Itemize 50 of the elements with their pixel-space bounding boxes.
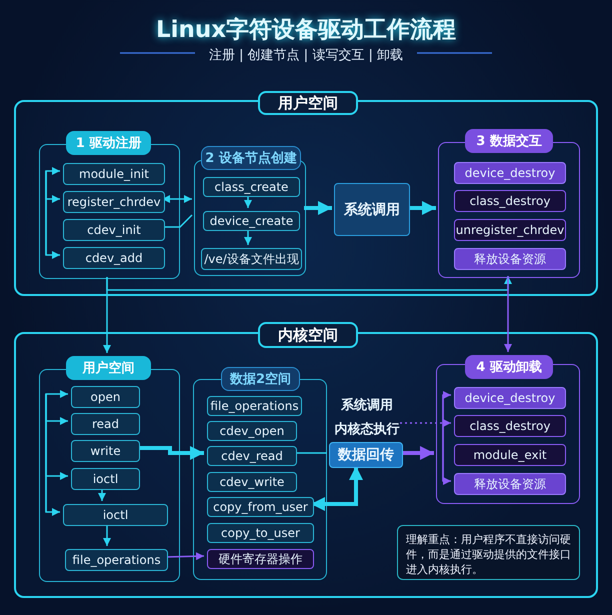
function-box: class_create <box>203 177 300 197</box>
function-box: class_destroy <box>454 415 566 437</box>
function-box: cdev_init <box>63 219 165 241</box>
function-box: file_operations <box>65 549 168 571</box>
function-box: file_operations <box>207 396 302 416</box>
function-box: write <box>71 440 140 462</box>
function-box: unregister_chrdev <box>454 219 566 241</box>
annotation-text: 内核态执行 <box>334 421 400 438</box>
annotation-text: 系统调用 <box>340 396 394 414</box>
function-box: register_chrdev <box>63 191 165 213</box>
arrow <box>304 201 332 215</box>
function-box: copy_to_user <box>207 523 314 543</box>
function-box: cdev_write <box>207 472 297 492</box>
arrow <box>504 276 512 352</box>
arrow <box>106 276 512 291</box>
function-box: ioctl <box>71 468 140 490</box>
function-box: ioctl <box>63 504 168 526</box>
note-box: 理解重点：用户程序不直接访问硬件，而是通过驱动提供的文件接口进入内核执行。 <box>397 525 580 580</box>
group-tab: 3 数据交互 <box>465 129 553 153</box>
function-box: cdev_add <box>63 247 165 269</box>
function-box: copy_from_user <box>207 497 314 517</box>
function-box: module_init <box>63 163 165 185</box>
arrow <box>401 446 434 460</box>
function-box: read <box>71 413 140 435</box>
function-box: device_destroy <box>454 162 566 184</box>
panel-tab: 用户空间 <box>258 91 358 115</box>
function-box: device_create <box>203 211 300 231</box>
function-box: class_destroy <box>454 190 566 212</box>
function-box: 释放设备资源 <box>454 248 566 270</box>
arrow <box>408 201 436 215</box>
group-tab: 4 驱动卸载 <box>465 355 553 379</box>
subtitle: 注册 | 创建节点 | 读写交互 | 卸载 <box>209 48 403 63</box>
function-box: /ve/设备文件出现 <box>201 248 302 270</box>
arrow <box>45 394 60 516</box>
function-box: open <box>71 386 140 408</box>
panel-tab: 内核空间 <box>258 322 358 348</box>
function-box: 数据回传 <box>329 442 403 468</box>
function-box: 系统调用 <box>334 183 410 236</box>
function-box: device_destroy <box>454 387 566 409</box>
group-tab: 数据2空间 <box>221 367 300 391</box>
title: Linux字符设备驱动工作流程 <box>156 17 456 43</box>
function-box: 硬件寄存器操作 <box>207 549 314 569</box>
function-box: module_exit <box>454 444 566 466</box>
group-tab: 用户空间 <box>66 356 151 380</box>
arrow <box>400 419 451 427</box>
function-box: 释放设备资源 <box>454 473 566 495</box>
function-box: cdev_open <box>207 421 297 441</box>
group-tab: 1 驱动注册 <box>66 131 151 155</box>
function-box: cdev_read <box>207 446 297 466</box>
group-tab: 2 设备节点创建 <box>201 146 301 170</box>
